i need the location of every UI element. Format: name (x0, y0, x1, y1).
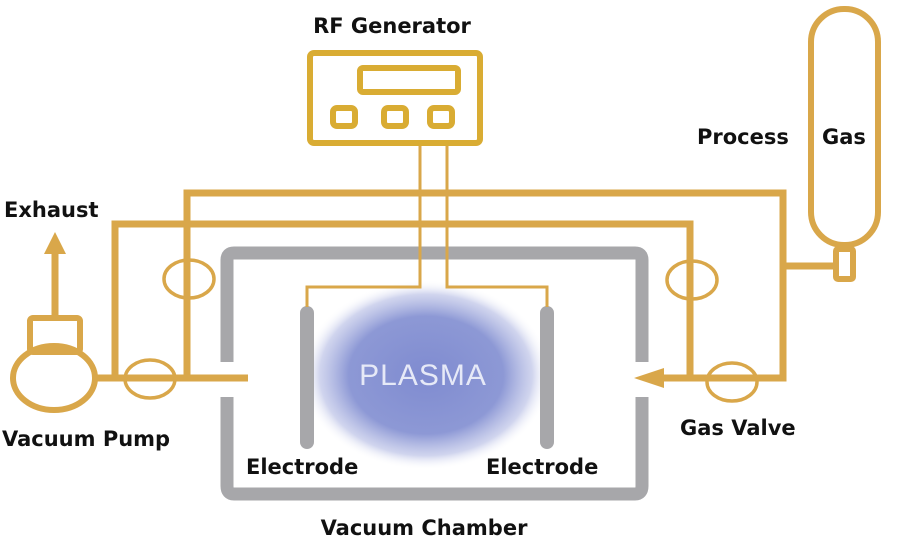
rf-wiring (305, 143, 549, 307)
rf-generator-display (357, 65, 461, 95)
rf-wire-left (305, 143, 422, 307)
plasma-label: PLASMA (359, 359, 487, 392)
rf-generator-label: RF Generator (313, 14, 471, 38)
process-label: Process (697, 125, 789, 149)
vacuum-pump (10, 315, 98, 413)
rf-generator (307, 50, 483, 146)
gas-valve-label: Gas Valve (680, 416, 796, 440)
chamber-lower-wall (220, 397, 649, 501)
vacuum-chamber (220, 246, 649, 501)
valve-icon (665, 259, 719, 301)
rf-knob-icon (381, 105, 409, 129)
vacuum-pump-body (10, 343, 98, 413)
vacuum-chamber-label: Vacuum Chamber (321, 516, 529, 540)
electrode-right-label: Electrode (486, 455, 598, 479)
valve-icon (162, 258, 216, 300)
gas-label: Gas (822, 125, 866, 149)
rf-generator-body (307, 50, 483, 146)
electrode-left-label: Electrode (246, 455, 358, 479)
gas-cylinder-neck (833, 246, 856, 282)
gas-cylinder-body (808, 6, 881, 248)
exhaust-arrow-icon (44, 232, 66, 254)
vacuum-pump-label: Vacuum Pump (2, 427, 170, 451)
pipe-inner-loop (111, 220, 694, 378)
chamber-upper-wall (220, 246, 649, 362)
plasma-cloud (301, 280, 551, 470)
rf-knob-icon (330, 105, 358, 129)
vacuum-pump-head (27, 315, 83, 355)
pipes (51, 189, 836, 382)
exhaust-label: Exhaust (4, 198, 99, 222)
valve-icon (123, 358, 177, 400)
gas-inlet-arrow-icon (634, 368, 664, 388)
gas-valve-icon (705, 361, 759, 403)
valves (123, 258, 759, 403)
pipe-outer-loop (183, 189, 787, 382)
process-gas-cylinder (808, 6, 881, 282)
rf-wire-right (445, 143, 549, 307)
rf-knob-icon (427, 105, 455, 129)
